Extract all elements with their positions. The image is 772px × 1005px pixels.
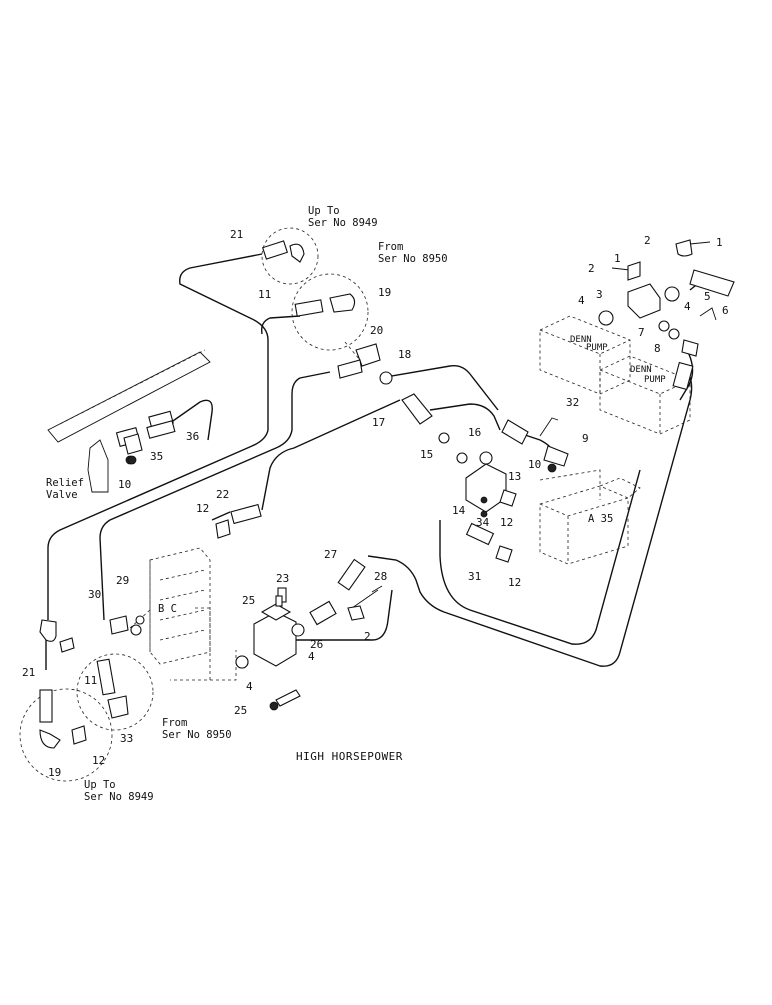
callout: 21 (230, 228, 243, 241)
notes: Up To Ser No 8949 From Ser No 8950 From … (46, 205, 666, 803)
relief-valve-label-line2: Valve (46, 489, 78, 501)
callout: 19 (378, 286, 391, 299)
note-up-to-bottom-line2: Ser No 8949 (84, 791, 154, 803)
note-from-top-line1: From (378, 241, 403, 253)
callout: 12 (196, 502, 209, 515)
pump-upper-label-line2: PUMP (586, 343, 608, 353)
pump-lower-label-line2: PUMP (644, 375, 666, 385)
note-up-to-top-line1: Up To (308, 205, 340, 217)
callout: 11 (258, 288, 271, 301)
callout: 33 (120, 732, 133, 745)
callout: 12 (508, 576, 521, 589)
callout: 21 (22, 666, 35, 679)
callout: 35 (150, 450, 163, 463)
relief-valve-label-line1: Relief (46, 477, 84, 489)
note-up-to-top-line2: Ser No 8949 (308, 217, 378, 229)
callout: 25 (242, 594, 255, 607)
callout: 22 (216, 488, 229, 501)
note-up-to-bottom-line1: Up To (84, 779, 116, 791)
callout: 26 (310, 638, 323, 651)
callout: 15 (420, 448, 433, 461)
diagram-title: HIGH HORSEPOWER (296, 750, 403, 763)
callout: 10 (528, 458, 541, 471)
callout: 5 (704, 290, 711, 303)
callout: 32 (566, 396, 579, 409)
note-from-bottom-line1: From (162, 717, 187, 729)
callouts: 1 2 1 2 3 4 4 5 6 7 8 21 11 19 20 18 17 … (22, 228, 729, 779)
hose-lines (45, 253, 723, 670)
callout: 10 (118, 478, 131, 491)
valve-bank-label: B C (158, 603, 177, 615)
motor-label: A 35 (588, 513, 613, 525)
callout: 31 (468, 570, 481, 583)
relief-valve-assembly (47, 349, 211, 493)
callout: 12 (500, 516, 513, 529)
fittings (39, 239, 735, 749)
callout: 28 (374, 570, 387, 583)
callout: 11 (84, 674, 97, 687)
pump-upper-label-line1: DENN (570, 335, 592, 345)
callout: 27 (324, 548, 337, 561)
callout: 12 (92, 754, 105, 767)
callout: 1 (716, 236, 723, 249)
callout: 29 (116, 574, 129, 587)
callout: 34 (476, 516, 490, 529)
callout: 2 (364, 630, 371, 643)
callout: 17 (372, 416, 385, 429)
motor-a35 (539, 477, 641, 565)
callout: 30 (88, 588, 101, 601)
callout: 4 (308, 650, 315, 663)
note-from-bottom-line2: Ser No 8950 (162, 729, 232, 741)
manifold-block (465, 463, 507, 513)
callout: 19 (48, 766, 61, 779)
callout: 1 (614, 252, 621, 265)
callout: 25 (234, 704, 247, 717)
callout: 3 (596, 288, 603, 301)
denn-pumps (539, 315, 691, 435)
callout: 2 (588, 262, 595, 275)
note-from-top-line2: Ser No 8950 (378, 253, 448, 265)
callout: 20 (370, 324, 383, 337)
callout: 9 (582, 432, 589, 445)
callout: 2 (644, 234, 651, 247)
callout: 4 (684, 300, 691, 313)
callout: 23 (276, 572, 289, 585)
callout: 36 (186, 430, 199, 443)
callout: 4 (246, 680, 253, 693)
callout: 13 (508, 470, 521, 483)
callout: 14 (452, 504, 466, 517)
callout: 18 (398, 348, 411, 361)
callout: 6 (722, 304, 729, 317)
callout: 16 (468, 426, 481, 439)
callout: 7 (638, 326, 645, 339)
callout: 8 (654, 342, 661, 355)
pump-lower-label-line1: DENN (630, 365, 652, 375)
callout: 4 (578, 294, 585, 307)
